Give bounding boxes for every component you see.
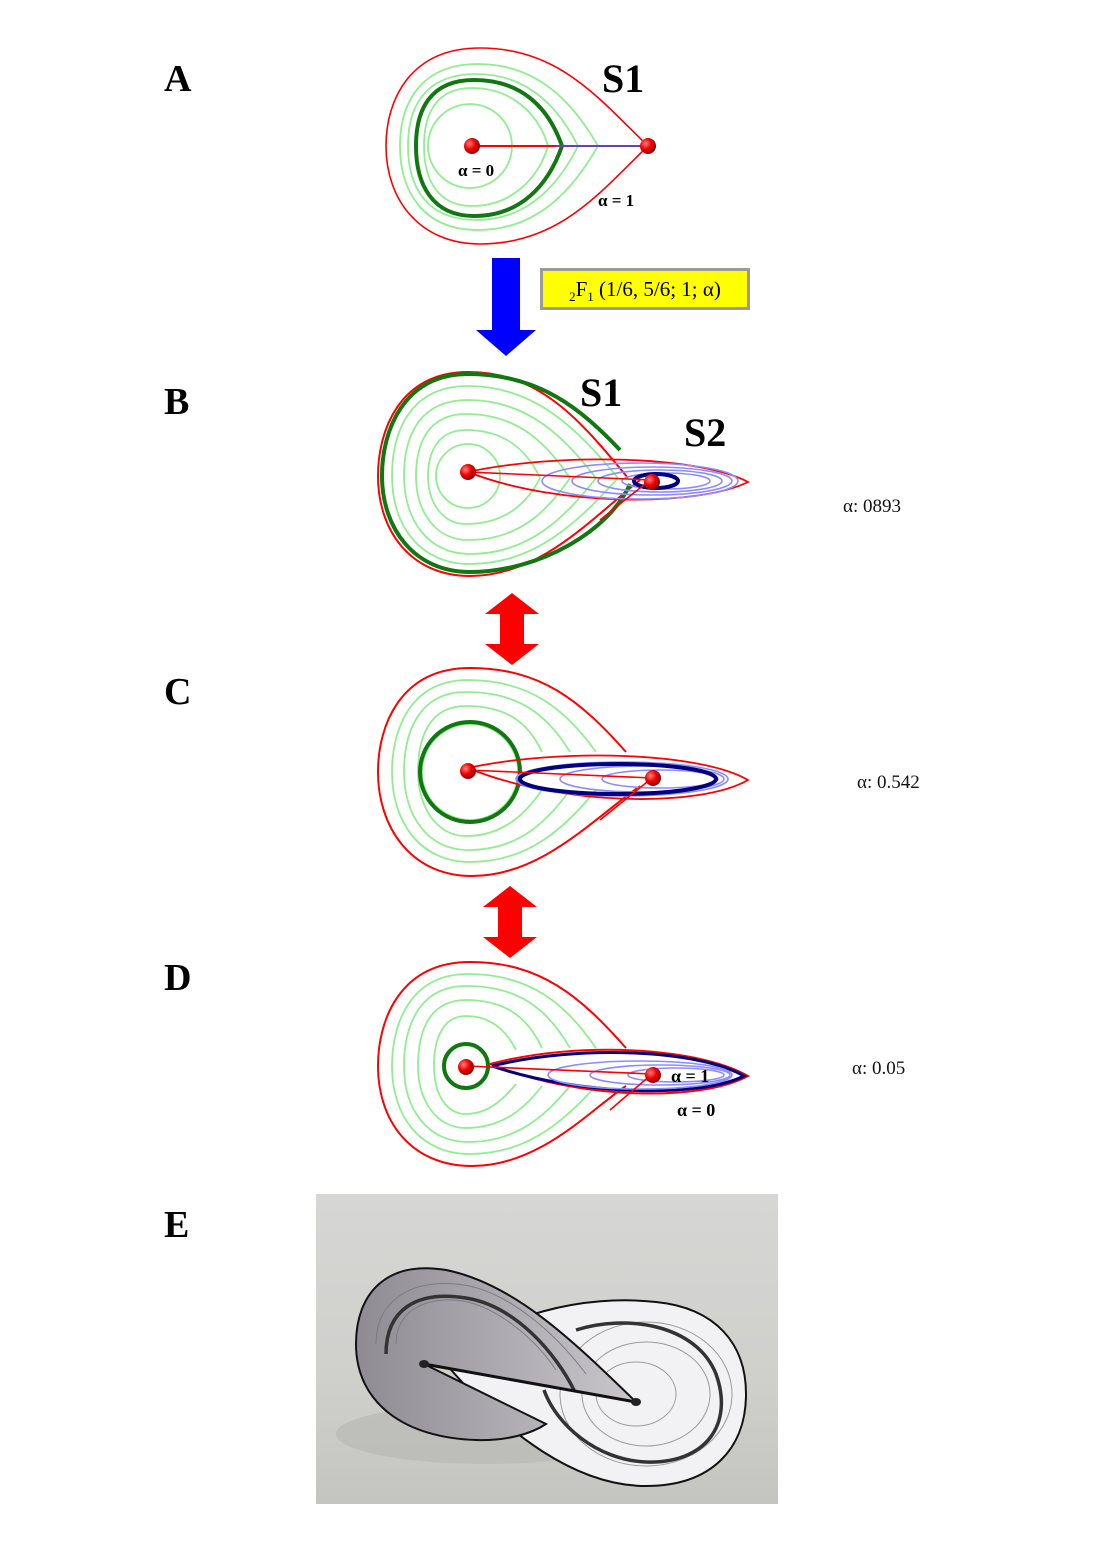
branch-cut-hole-right bbox=[631, 1398, 641, 1406]
annotation-alpha-1-d: α = 1 bbox=[671, 1066, 709, 1086]
panel-d-diagram bbox=[376, 960, 751, 1168]
s1-contours bbox=[399, 63, 600, 231]
branch-point-edge-b bbox=[644, 474, 660, 490]
alpha-readout-b: α: 0893 bbox=[843, 496, 901, 517]
s2-boundary-d bbox=[489, 1048, 751, 1095]
panel-b-diagram bbox=[376, 370, 750, 578]
surface-label-s1-a: S1 bbox=[602, 56, 644, 101]
panel-label-a: A bbox=[164, 58, 192, 100]
panel-label-e: E bbox=[164, 1204, 190, 1246]
branch-point-center-d bbox=[458, 1059, 474, 1075]
formula-args: (1/6, 5/6; 1; α) bbox=[593, 277, 721, 301]
branch-point-center-c bbox=[460, 763, 476, 779]
surface-label-s1-b: S1 bbox=[580, 370, 622, 415]
formula-prefix-subscript: 2 bbox=[569, 289, 576, 305]
s2-boundary-b bbox=[467, 458, 750, 501]
s2-highlight-contour-c bbox=[518, 762, 718, 796]
s1-boundary bbox=[385, 47, 650, 245]
surface-label-s2-b: S2 bbox=[684, 410, 726, 455]
s1-boundary-c bbox=[376, 666, 641, 878]
panel-label-c: C bbox=[164, 671, 192, 713]
up-down-arrow-icon bbox=[485, 593, 539, 665]
annotation-alpha-0-d: α = 0 bbox=[677, 1100, 715, 1120]
s1-highlight-contour bbox=[413, 77, 565, 219]
s1-highlight-contour-d bbox=[442, 1042, 490, 1090]
branch-point-edge-c bbox=[645, 770, 661, 786]
branch-point-edge-d bbox=[645, 1067, 661, 1083]
up-down-arrow-icon bbox=[483, 886, 537, 958]
annotation-alpha-0-a: α = 0 bbox=[458, 161, 494, 180]
left-lobe bbox=[354, 1267, 640, 1442]
down-arrow-icon bbox=[476, 258, 536, 356]
panel-label-b: B bbox=[164, 381, 190, 423]
formula-main: F bbox=[575, 277, 588, 301]
alpha-readout-c: α: 0.542 bbox=[857, 772, 920, 793]
hypergeometric-formula-box: 2F1 (1/6, 5/6; 1; α) bbox=[540, 268, 750, 310]
branch-cut-hole-left bbox=[419, 1360, 429, 1368]
paper-model-photo bbox=[316, 1194, 778, 1504]
branch-point-edge bbox=[640, 138, 656, 154]
formula-main-subscript: 1 bbox=[587, 289, 594, 305]
branch-point-center bbox=[464, 138, 480, 154]
panel-label-d: D bbox=[164, 957, 192, 999]
alpha-readout-d: α: 0.05 bbox=[852, 1058, 906, 1079]
s1-highlight-contour-b bbox=[379, 371, 632, 575]
panel-a-diagram bbox=[385, 47, 656, 245]
annotation-alpha-1-a: α = 1 bbox=[598, 191, 634, 210]
panel-c-diagram bbox=[376, 666, 750, 878]
paper-model-illustration bbox=[336, 1267, 748, 1488]
branch-point-center-b bbox=[460, 464, 476, 480]
s1-boundary-d bbox=[376, 960, 627, 1168]
